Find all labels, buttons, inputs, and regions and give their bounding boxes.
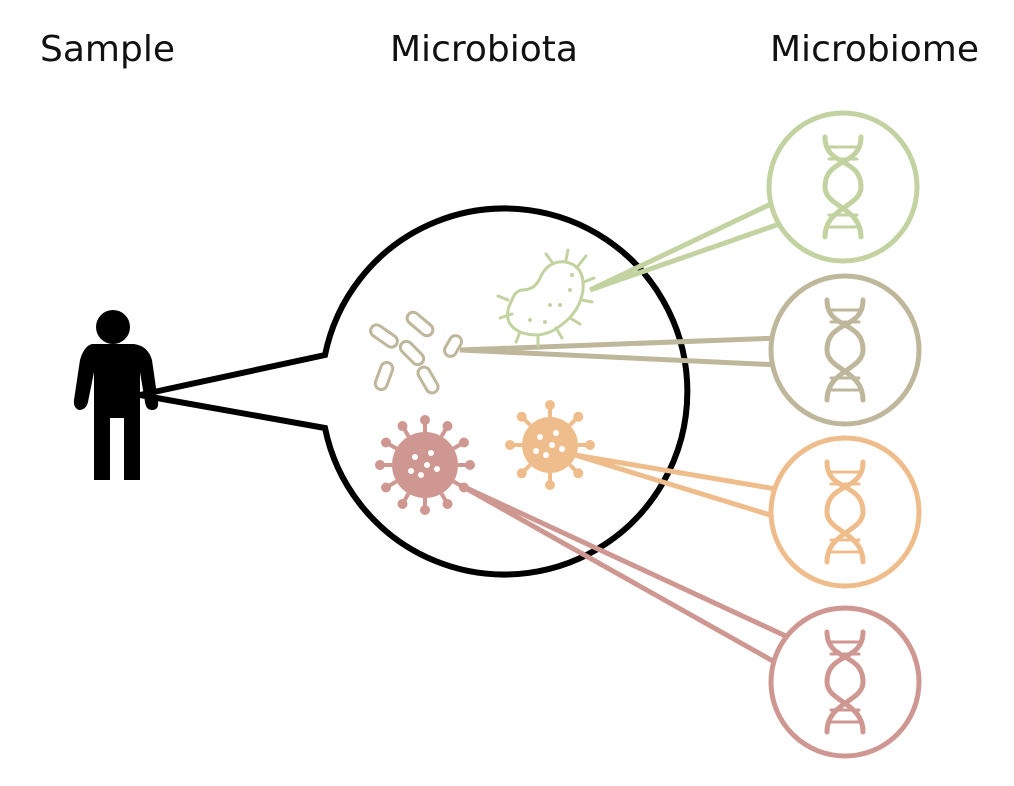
bacterium-icon (496, 248, 596, 348)
genome-bubble-tan (768, 273, 922, 427)
genome-bubble-orange (768, 435, 922, 589)
callout-orange (574, 452, 783, 521)
dna-icon (824, 629, 866, 735)
genome-bubble-green (766, 110, 920, 264)
callout-tan (459, 335, 781, 368)
genome-bubble-rose (768, 605, 922, 759)
virus-icon (375, 415, 475, 515)
microbiota-bubble (139, 205, 691, 578)
dna-icon (824, 297, 866, 403)
bacilli-icon (369, 310, 463, 395)
virus-icon (505, 400, 595, 490)
dna-icon (822, 134, 864, 240)
person-icon (73, 310, 159, 480)
callout-green (588, 199, 786, 293)
sample-heading: Sample (40, 29, 175, 70)
callout-rose (458, 482, 792, 668)
microbiota-heading: Microbiota (390, 29, 578, 70)
dna-icon (824, 459, 866, 565)
microbiome-heading: Microbiome (770, 29, 979, 70)
genome-callouts (458, 199, 792, 668)
